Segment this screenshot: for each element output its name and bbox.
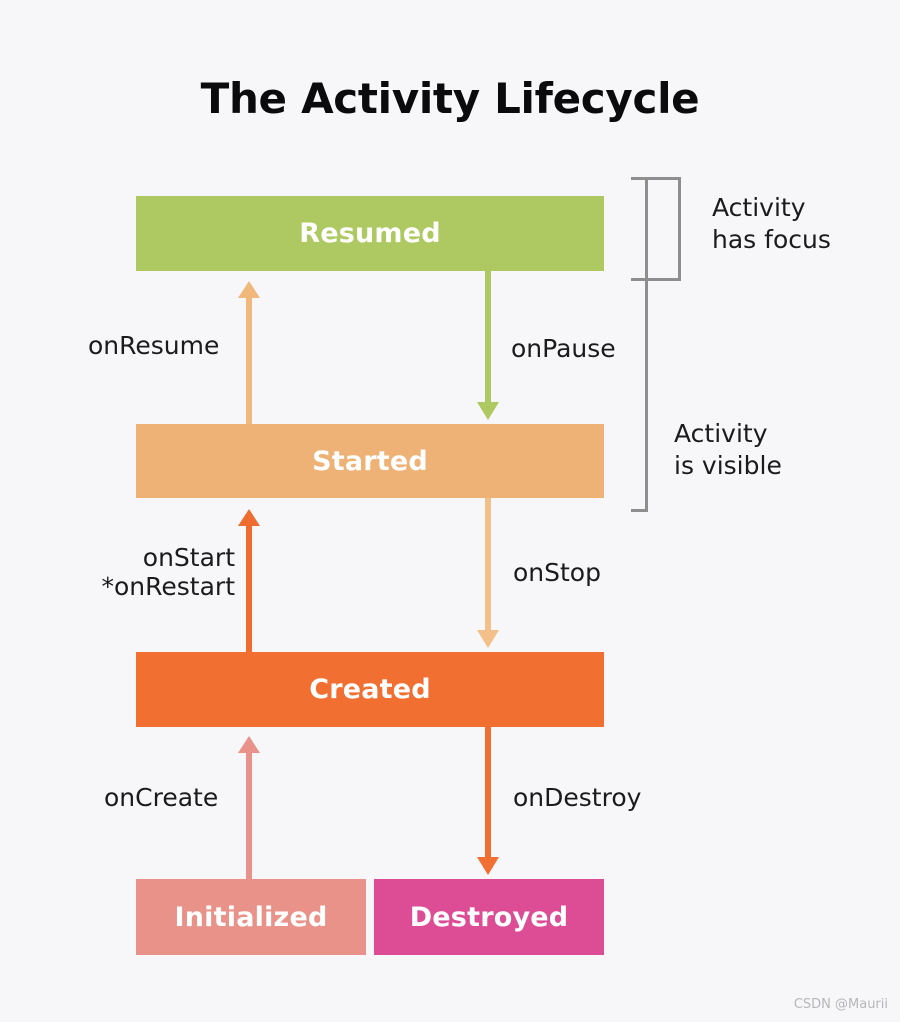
- bracket-activity-has-focus: [631, 177, 681, 281]
- page-title: The Activity Lifecycle: [200, 74, 700, 123]
- transition-label-ondestroy: onDestroy: [513, 783, 642, 812]
- arrow-shaft-onresume: [246, 296, 252, 424]
- annotation-label-has-focus: Activity has focus: [712, 193, 831, 254]
- transition-label-onresume: onResume: [88, 331, 220, 360]
- state-box-initialized[interactable]: Initialized: [136, 879, 366, 955]
- watermark: CSDN @Maurii: [793, 997, 888, 1012]
- transition-label-oncreate: onCreate: [104, 783, 219, 812]
- state-label-destroyed: Destroyed: [409, 901, 569, 933]
- annotation-label-is-visible: Activity is visible: [674, 419, 782, 480]
- state-label-resumed: Resumed: [299, 218, 441, 249]
- transition-label-onstart: onStart *onRestart: [101, 543, 236, 601]
- state-label-started: Started: [312, 445, 428, 477]
- arrow-head-up-onresume: [238, 281, 260, 298]
- state-label-created: Created: [309, 674, 431, 705]
- state-label-initialized: Initialized: [174, 901, 328, 933]
- state-box-created[interactable]: Created: [136, 652, 604, 727]
- arrow-shaft-ondestroy: [485, 727, 491, 858]
- transition-label-onstop: onStop: [513, 558, 601, 587]
- arrow-head-up-onstart: [238, 509, 260, 526]
- arrow-head-down-ondestroy: [477, 857, 499, 875]
- state-box-resumed[interactable]: Resumed: [136, 196, 604, 271]
- arrow-head-down-onstop: [477, 630, 499, 648]
- arrow-shaft-onstart: [246, 524, 252, 652]
- arrow-shaft-oncreate: [246, 751, 252, 879]
- arrow-head-up-oncreate: [238, 736, 260, 753]
- arrow-shaft-onpause: [485, 271, 491, 403]
- state-box-started[interactable]: Started: [136, 424, 604, 498]
- state-box-destroyed[interactable]: Destroyed: [374, 879, 604, 955]
- arrow-shaft-onstop: [485, 498, 491, 632]
- arrow-head-down-onpause: [477, 402, 499, 420]
- transition-label-onpause: onPause: [511, 334, 616, 363]
